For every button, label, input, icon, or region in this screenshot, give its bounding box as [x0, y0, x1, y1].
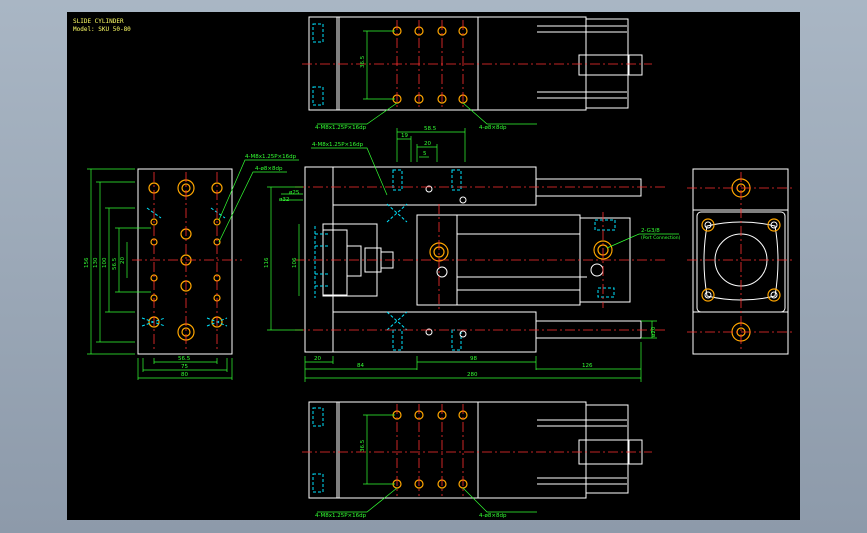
front-dim-bottom-3: 98	[470, 356, 477, 362]
front-dim-bottom-4: 126	[582, 363, 593, 369]
cad-drawing: 36.5 4-M8x1.25P×16dp 4-ø8×8dp	[84, 16, 795, 519]
front-dim-left-3: ø32	[279, 197, 289, 203]
front-view: 58.5 19 20 5 4-M8x1.25P×16dp 116 106 ø32…	[264, 126, 681, 382]
left-dim-vertical-2: 130	[93, 257, 99, 268]
top-view-callout-left: 4-M8x1.25P×16dp	[315, 125, 367, 131]
front-dim-bottom-2: 84	[357, 363, 364, 369]
front-dim-top-2: 19	[401, 133, 408, 139]
front-port-callout: 2-G3/8	[641, 228, 660, 234]
front-dim-bottom-5: 280	[467, 372, 478, 378]
front-dim-top-4: 5	[423, 151, 427, 157]
left-dim-vertical-3: 100	[102, 257, 108, 268]
left-dim-horizontal-2: 75	[181, 364, 188, 370]
left-view: 156 130 100 56.5 20 56.5 75 80 4-M8x1.25…	[84, 154, 299, 380]
front-dim-left-1: 116	[264, 257, 270, 268]
front-dim-top-1: 58.5	[424, 126, 437, 132]
top-view-dim-vertical: 36.5	[360, 55, 366, 68]
bottom-view-dim-vertical: 36.5	[360, 439, 366, 452]
front-dim-left-4: ø25	[289, 190, 300, 196]
front-dim-left-2: 106	[292, 257, 298, 268]
title-line-2: Model: SKU 50-80	[73, 26, 131, 33]
left-dim-vertical-4: 56.5	[112, 257, 118, 270]
left-dim-vertical-1: 156	[84, 257, 90, 268]
front-callout-top: 4-M8x1.25P×16dp	[312, 142, 364, 148]
top-view-callout-right: 4-ø8×8dp	[479, 125, 507, 131]
title-line-1: SLIDE CYLINDER	[73, 18, 124, 25]
bottom-view-callout-right: 4-ø8×8dp	[479, 513, 507, 519]
left-callout-second: 4-ø8×8dp	[255, 166, 283, 172]
front-port-note: (Port Connection)	[641, 235, 681, 241]
bottom-view-callout-left: 4-M8x1.25P×16dp	[315, 513, 367, 519]
right-view	[687, 168, 795, 355]
front-dim-top-3: 20	[424, 141, 431, 147]
title-block: SLIDE CYLINDER Model: SKU 50-80	[73, 18, 131, 34]
front-dim-bottom-1: 20	[314, 356, 321, 362]
left-dim-horizontal-1: 56.5	[178, 356, 191, 362]
left-dim-horizontal-3: 80	[181, 372, 188, 378]
bottom-view: 36.5 4-M8x1.25P×16dp 4-ø8×8dp	[302, 401, 652, 519]
left-dim-vertical-5: 20	[120, 257, 126, 264]
front-dim-right: ø20	[651, 326, 657, 337]
left-callout-top: 4-M8x1.25P×16dp	[245, 154, 297, 160]
drawing-canvas: SLIDE CYLINDER Model: SKU 50-80 36.5	[67, 12, 800, 520]
top-view: 36.5 4-M8x1.25P×16dp 4-ø8×8dp	[302, 16, 652, 131]
